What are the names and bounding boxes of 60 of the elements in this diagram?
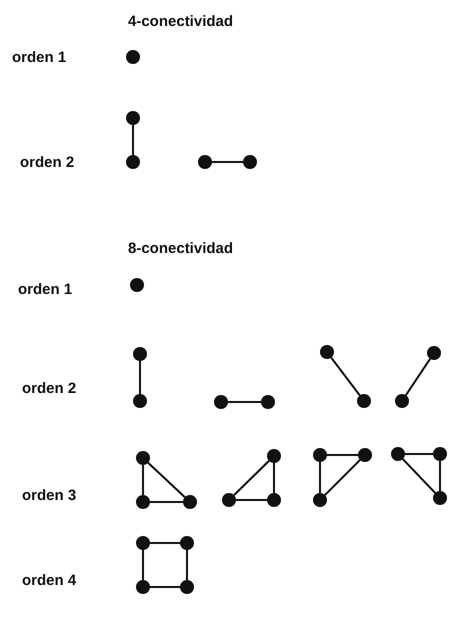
vertex-dot: [433, 491, 447, 505]
vertex-dot: [222, 493, 236, 507]
vertex-dot: [126, 111, 140, 125]
vertex-dot: [395, 394, 409, 408]
edge-line: [150, 542, 180, 544]
row-label: orden 3: [22, 487, 76, 505]
row-label: orden 1: [18, 281, 72, 299]
edge-line: [132, 125, 134, 155]
vertex-dot: [214, 395, 228, 409]
edge-line: [236, 499, 267, 501]
row-label: orden 2: [22, 380, 76, 398]
edge-line: [142, 550, 144, 580]
vertex-dot: [313, 448, 327, 462]
vertex-dot: [133, 347, 147, 361]
edge-line: [327, 454, 358, 456]
vertex-dot: [267, 493, 281, 507]
edge-line: [147, 462, 186, 498]
edge-line: [212, 161, 243, 163]
edge-line: [405, 358, 431, 396]
vertex-dot: [133, 394, 147, 408]
edge-line: [142, 465, 144, 495]
vertex-dot: [313, 493, 327, 507]
edge-line: [228, 401, 261, 403]
edge-line: [273, 463, 275, 493]
vertex-dot: [136, 451, 150, 465]
vertex-dot: [267, 449, 281, 463]
edge-line: [233, 460, 270, 496]
section-heading: 4-conectividad: [128, 13, 234, 31]
vertex-dot: [391, 447, 405, 461]
edge-line: [150, 586, 180, 588]
edge-line: [186, 550, 188, 580]
vertex-dot: [261, 395, 275, 409]
vertex-dot: [180, 536, 194, 550]
vertex-dot: [180, 580, 194, 594]
edge-line: [324, 459, 361, 496]
vertex-dot: [198, 155, 212, 169]
vertex-dot: [357, 394, 371, 408]
vertex-dot: [320, 345, 334, 359]
edge-line: [319, 462, 321, 493]
vertex-dot: [136, 536, 150, 550]
edge-line: [402, 458, 436, 494]
vertex-dot: [136, 495, 150, 509]
row-label: orden 2: [20, 154, 74, 172]
edge-line: [405, 453, 433, 455]
edge-line: [139, 361, 141, 394]
vertex-dot: [243, 155, 257, 169]
vertex-dot: [130, 278, 144, 292]
edge-line: [330, 356, 361, 396]
edge-line: [150, 501, 183, 503]
vertex-dot: [136, 580, 150, 594]
vertex-dot: [427, 346, 441, 360]
vertex-dot: [126, 155, 140, 169]
section-heading: 8-conectividad: [128, 240, 234, 258]
edge-line: [439, 461, 441, 491]
vertex-dot: [433, 447, 447, 461]
vertex-dot: [183, 495, 197, 509]
row-label: orden 4: [22, 572, 76, 590]
vertex-dot: [358, 448, 372, 462]
vertex-dot: [126, 50, 140, 64]
row-label: orden 1: [12, 49, 66, 67]
